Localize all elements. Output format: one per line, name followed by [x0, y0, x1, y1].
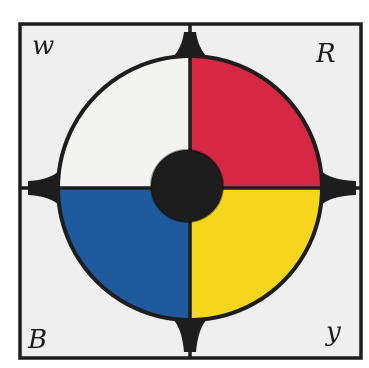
corner-label-top-left: w: [32, 31, 54, 61]
corner-label-bottom-left: B: [27, 325, 47, 355]
corner-label-top-right: R: [315, 39, 336, 69]
corner-label-bottom-right: y: [325, 317, 341, 347]
